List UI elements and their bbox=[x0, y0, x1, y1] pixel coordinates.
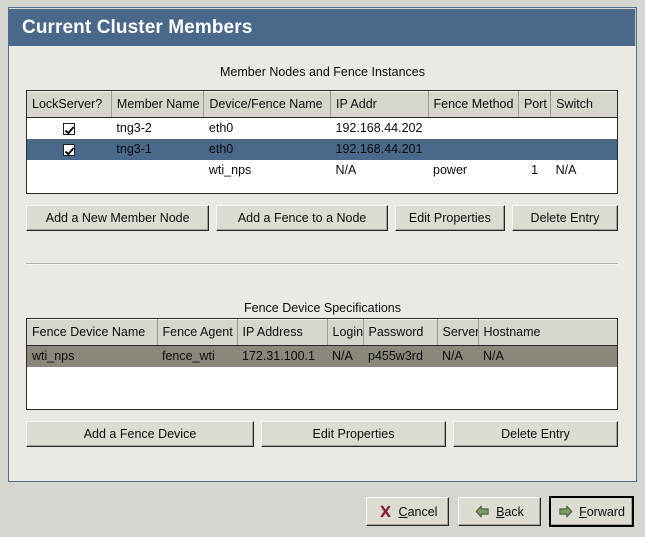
member-nodes-button-row: Add a New Member Node Add a Fence to a N… bbox=[26, 205, 618, 231]
table-row[interactable]: wti_nps N/A power 1 N/A bbox=[27, 160, 617, 181]
cell-fence-method bbox=[428, 118, 518, 140]
cell-ip-addr: 192.168.44.201 bbox=[330, 139, 429, 160]
add-fence-device-button[interactable]: Add a Fence Device bbox=[26, 421, 254, 447]
cell-member-name bbox=[111, 160, 203, 181]
column-header-hostname[interactable]: Hostname bbox=[478, 319, 617, 346]
back-button-label: Back bbox=[496, 504, 524, 519]
column-header-switch[interactable]: Switch bbox=[550, 91, 617, 118]
delete-entry-button-fence[interactable]: Delete Entry bbox=[453, 421, 618, 447]
member-nodes-header-row: LockServer? Member Name Device/Fence Nam… bbox=[27, 91, 617, 118]
fence-devices-header-row: Fence Device Name Fence Agent IP Address… bbox=[27, 319, 617, 346]
edit-properties-button-fence[interactable]: Edit Properties bbox=[261, 421, 446, 447]
member-nodes-table[interactable]: LockServer? Member Name Device/Fence Nam… bbox=[26, 90, 618, 194]
column-header-login[interactable]: Login bbox=[327, 319, 364, 346]
cell-fence-device-name: wti_nps bbox=[27, 345, 157, 367]
table-row[interactable]: tng3-2 eth0 192.168.44.202 bbox=[27, 118, 617, 140]
cell-port bbox=[518, 118, 550, 140]
back-button[interactable]: Back bbox=[458, 497, 541, 526]
column-header-ip-address[interactable]: IP Address bbox=[237, 319, 328, 346]
cell-member-name: tng3-1 bbox=[111, 139, 204, 160]
add-new-member-node-button[interactable]: Add a New Member Node bbox=[26, 205, 210, 231]
edit-properties-button-members[interactable]: Edit Properties bbox=[394, 205, 505, 231]
cell-member-name: tng3-2 bbox=[116, 121, 152, 135]
cell-ip-addr: 192.168.44.202 bbox=[335, 121, 423, 135]
cancel-button-label: Cancel bbox=[398, 504, 438, 519]
forward-button[interactable]: Forward bbox=[549, 496, 634, 527]
cell-ip-address: 172.31.100.1 bbox=[237, 345, 327, 367]
cell-hostname: N/A bbox=[478, 345, 617, 367]
cell-fence-method bbox=[428, 139, 519, 160]
fence-devices-table[interactable]: Fence Device Name Fence Agent IP Address… bbox=[26, 318, 618, 410]
cell-switch bbox=[550, 139, 617, 160]
section-divider bbox=[26, 263, 618, 265]
cell-login: N/A bbox=[327, 345, 363, 367]
member-nodes-grid: LockServer? Member Name Device/Fence Nam… bbox=[27, 91, 617, 181]
members-section-title: Member Nodes and Fence Instances bbox=[220, 65, 425, 79]
dialog-footer: Cancel Back Forward bbox=[0, 483, 645, 537]
cancel-x-icon bbox=[379, 505, 391, 518]
content-panel: Member Nodes and Fence Instances LockSer… bbox=[9, 46, 636, 481]
cell-switch: N/A bbox=[555, 163, 577, 177]
delete-entry-button-members[interactable]: Delete Entry bbox=[511, 205, 618, 231]
cell-device-fence-name: eth0 bbox=[203, 139, 331, 160]
cell-device-fence-name: eth0 bbox=[208, 121, 234, 135]
cell-port bbox=[518, 139, 551, 160]
cell-server: N/A bbox=[437, 345, 478, 367]
fence-section-title: Fence Device Specifications bbox=[243, 301, 402, 315]
cancel-button[interactable]: Cancel bbox=[366, 497, 449, 526]
titlebar: Current Cluster Members bbox=[9, 8, 636, 46]
checkbox-lockserver-checked[interactable] bbox=[63, 143, 76, 156]
column-header-fence-method[interactable]: Fence Method bbox=[428, 91, 519, 118]
column-header-member-name[interactable]: Member Name bbox=[111, 91, 205, 118]
column-header-ip-addr[interactable]: IP Addr bbox=[330, 91, 429, 118]
forward-button-label: Forward bbox=[579, 504, 625, 519]
cell-lockserver[interactable] bbox=[27, 118, 111, 140]
add-fence-to-node-button[interactable]: Add a Fence to a Node bbox=[216, 205, 388, 231]
table-row[interactable]: tng3-1 eth0 192.168.44.201 bbox=[27, 139, 617, 160]
cell-fence-agent: fence_wti bbox=[157, 345, 237, 367]
checkbox-lockserver-checked[interactable] bbox=[63, 122, 76, 135]
page-title: Current Cluster Members bbox=[22, 16, 253, 38]
cell-port: 1 bbox=[531, 163, 539, 177]
column-header-port[interactable]: Port bbox=[518, 91, 552, 118]
column-header-fence-agent[interactable]: Fence Agent bbox=[157, 319, 238, 346]
cell-lockserver[interactable] bbox=[27, 139, 112, 160]
cell-lockserver bbox=[27, 160, 111, 181]
footer-button-row: Cancel Back Forward bbox=[366, 496, 634, 527]
table-row[interactable]: wti_nps fence_wti 172.31.100.1 N/A p455w… bbox=[27, 345, 617, 367]
column-header-lockserver[interactable]: LockServer? bbox=[27, 91, 112, 118]
cell-switch bbox=[551, 118, 617, 140]
fence-devices-button-row: Add a Fence Device Edit Properties Delet… bbox=[26, 421, 618, 447]
column-header-device-fence-name[interactable]: Device/Fence Name bbox=[203, 91, 332, 118]
column-header-server[interactable]: Server bbox=[437, 319, 479, 346]
column-header-password[interactable]: Password bbox=[363, 319, 438, 346]
arrow-right-icon bbox=[559, 505, 573, 518]
cell-password: p455w3rd bbox=[363, 345, 437, 367]
cell-ip-addr: N/A bbox=[335, 163, 357, 177]
cell-fence-method: power bbox=[433, 163, 468, 177]
arrow-left-icon bbox=[475, 505, 489, 518]
fence-devices-grid: Fence Device Name Fence Agent IP Address… bbox=[27, 319, 617, 367]
column-header-fence-device-name[interactable]: Fence Device Name bbox=[27, 319, 158, 346]
cell-device-fence-name: wti_nps bbox=[208, 163, 252, 177]
